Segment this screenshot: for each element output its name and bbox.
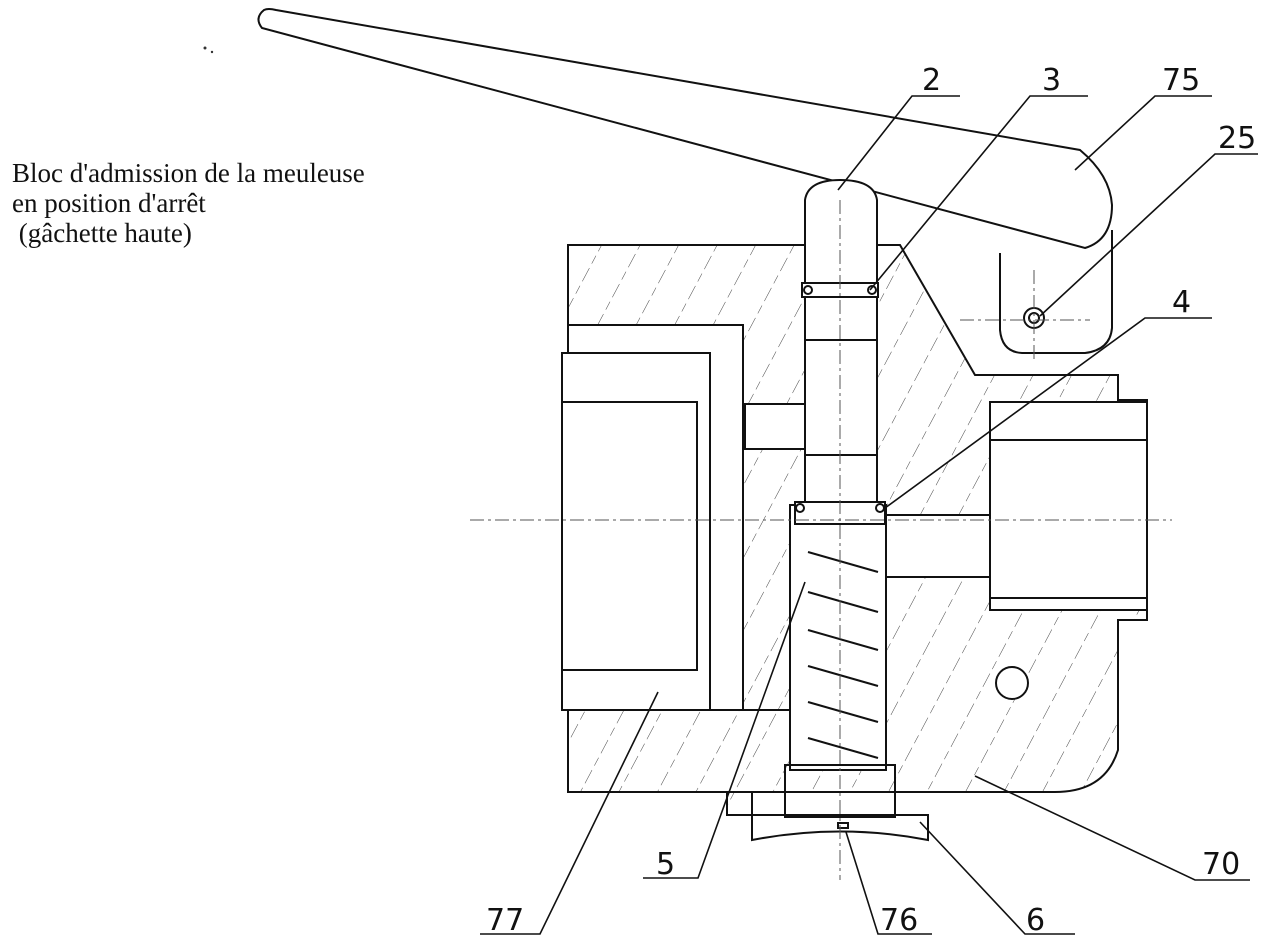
side-hole — [995, 666, 1029, 700]
label-77: 77 — [486, 903, 524, 938]
left-core — [561, 401, 698, 671]
outlet-port — [884, 514, 991, 578]
label-70: 70 — [1202, 847, 1240, 882]
side-port — [744, 403, 811, 450]
label-76: 76 — [880, 903, 918, 938]
label-2: 2 — [922, 63, 941, 98]
central-bore — [789, 504, 887, 771]
trigger-lever — [257, 8, 1114, 250]
label-3: 3 — [1042, 63, 1061, 98]
label-25: 25 — [1218, 121, 1256, 156]
label-4: 4 — [1172, 285, 1191, 320]
right-bore — [989, 401, 1148, 611]
figure-caption: Bloc d'admission de la meuleuse en posit… — [12, 158, 365, 248]
plunger — [804, 178, 878, 521]
caption-line-2: en position d'arrêt — [12, 188, 206, 218]
spring — [807, 551, 879, 759]
lever-tab — [999, 230, 1113, 354]
label-75: 75 — [1162, 63, 1200, 98]
label-5: 5 — [656, 847, 675, 882]
caption-line-1: Bloc d'admission de la meuleuse — [12, 158, 365, 188]
caption-line-3: (gâchette haute) — [12, 218, 192, 248]
label-6: 6 — [1026, 903, 1045, 938]
